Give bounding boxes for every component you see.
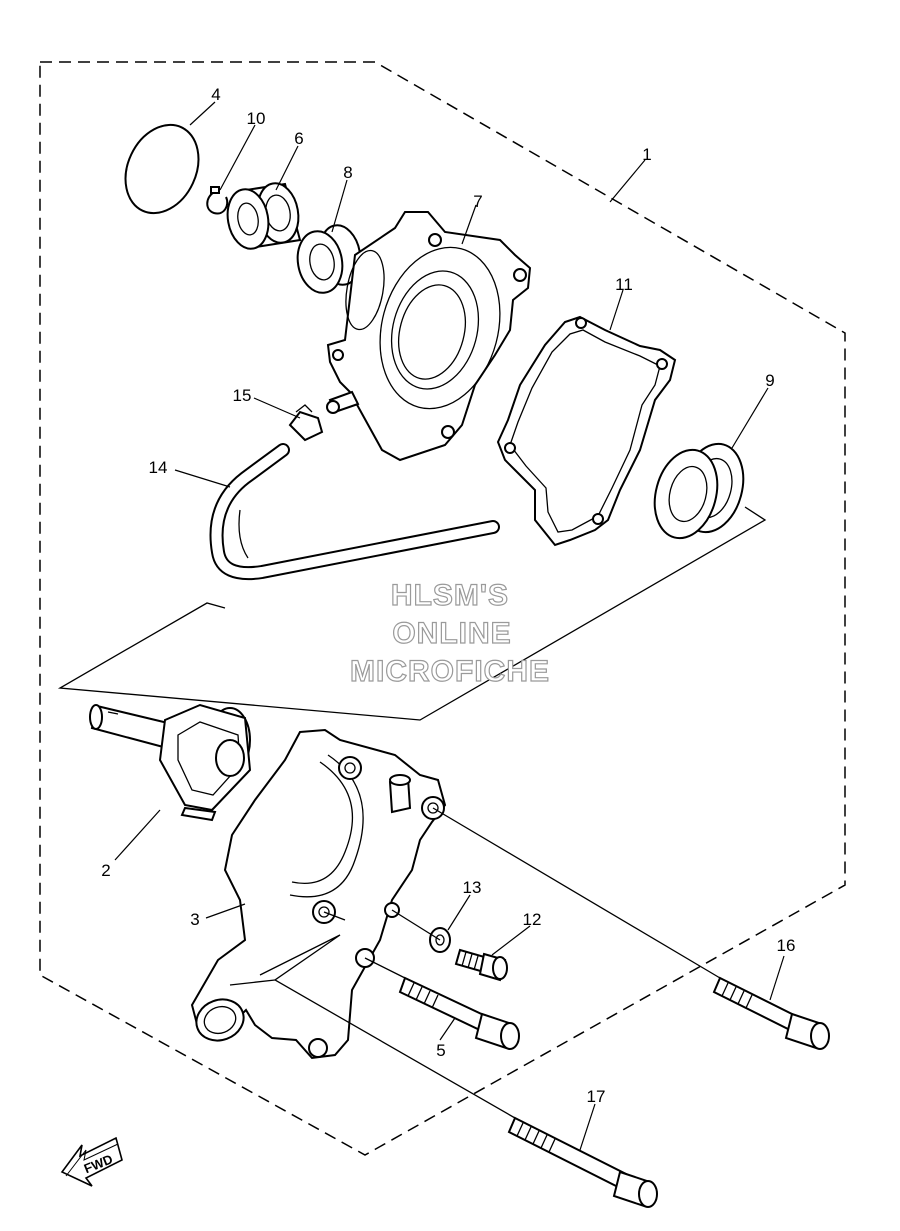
watermark-line1: HLSM'S xyxy=(391,579,509,612)
alignment-lines xyxy=(229,807,721,1119)
watermark: HLSM'S ONLINE MICROFICHE xyxy=(349,578,550,688)
callout-15: 15 xyxy=(233,386,252,405)
callout-12: 12 xyxy=(523,910,542,929)
callout-16: 16 xyxy=(777,936,796,955)
bolt-16-part[interactable] xyxy=(712,976,830,1050)
callout-7: 7 xyxy=(473,192,482,211)
bolt-5-part[interactable] xyxy=(398,976,520,1050)
callout-17: 17 xyxy=(587,1087,606,1106)
callout-5: 5 xyxy=(436,1041,445,1060)
bearing-part[interactable] xyxy=(223,180,303,252)
mechanical-seal-part[interactable] xyxy=(645,437,752,545)
callout-2: 2 xyxy=(101,861,110,880)
pump-housing-part[interactable] xyxy=(190,728,447,1060)
assembly-boundary xyxy=(39,61,846,1156)
watermark-line2: ONLINE xyxy=(392,617,511,650)
callout-9: 9 xyxy=(765,371,774,390)
hose-clamp-part[interactable] xyxy=(288,404,324,442)
subassembly-bracket xyxy=(57,506,767,721)
callout-3: 3 xyxy=(190,910,199,929)
impeller-shaft-part[interactable] xyxy=(89,703,252,822)
callout-4: 4 xyxy=(211,85,220,104)
fwd-arrow-icon: FWD xyxy=(60,1136,123,1187)
circlip-part[interactable] xyxy=(206,186,229,215)
bolt-17-part[interactable] xyxy=(507,1116,658,1208)
callout-1: 1 xyxy=(642,145,651,164)
watermark-line3: MICROFICHE xyxy=(350,655,550,688)
leader-lines xyxy=(114,101,785,1151)
callout-14: 14 xyxy=(149,458,168,477)
small-bolt-part[interactable] xyxy=(454,948,508,982)
hose-part[interactable] xyxy=(209,443,500,580)
gasket-part[interactable] xyxy=(496,315,677,547)
callout-8: 8 xyxy=(343,163,352,182)
callout-13: 13 xyxy=(463,878,482,897)
callout-11: 11 xyxy=(615,275,633,294)
o-ring-part[interactable] xyxy=(112,113,213,225)
callout-10: 10 xyxy=(247,109,266,128)
callout-labels: 1 2 3 4 5 6 7 8 9 10 11 12 13 14 15 16 1… xyxy=(101,85,795,1106)
callout-6: 6 xyxy=(294,129,303,148)
housing-cover-part[interactable] xyxy=(326,211,532,462)
